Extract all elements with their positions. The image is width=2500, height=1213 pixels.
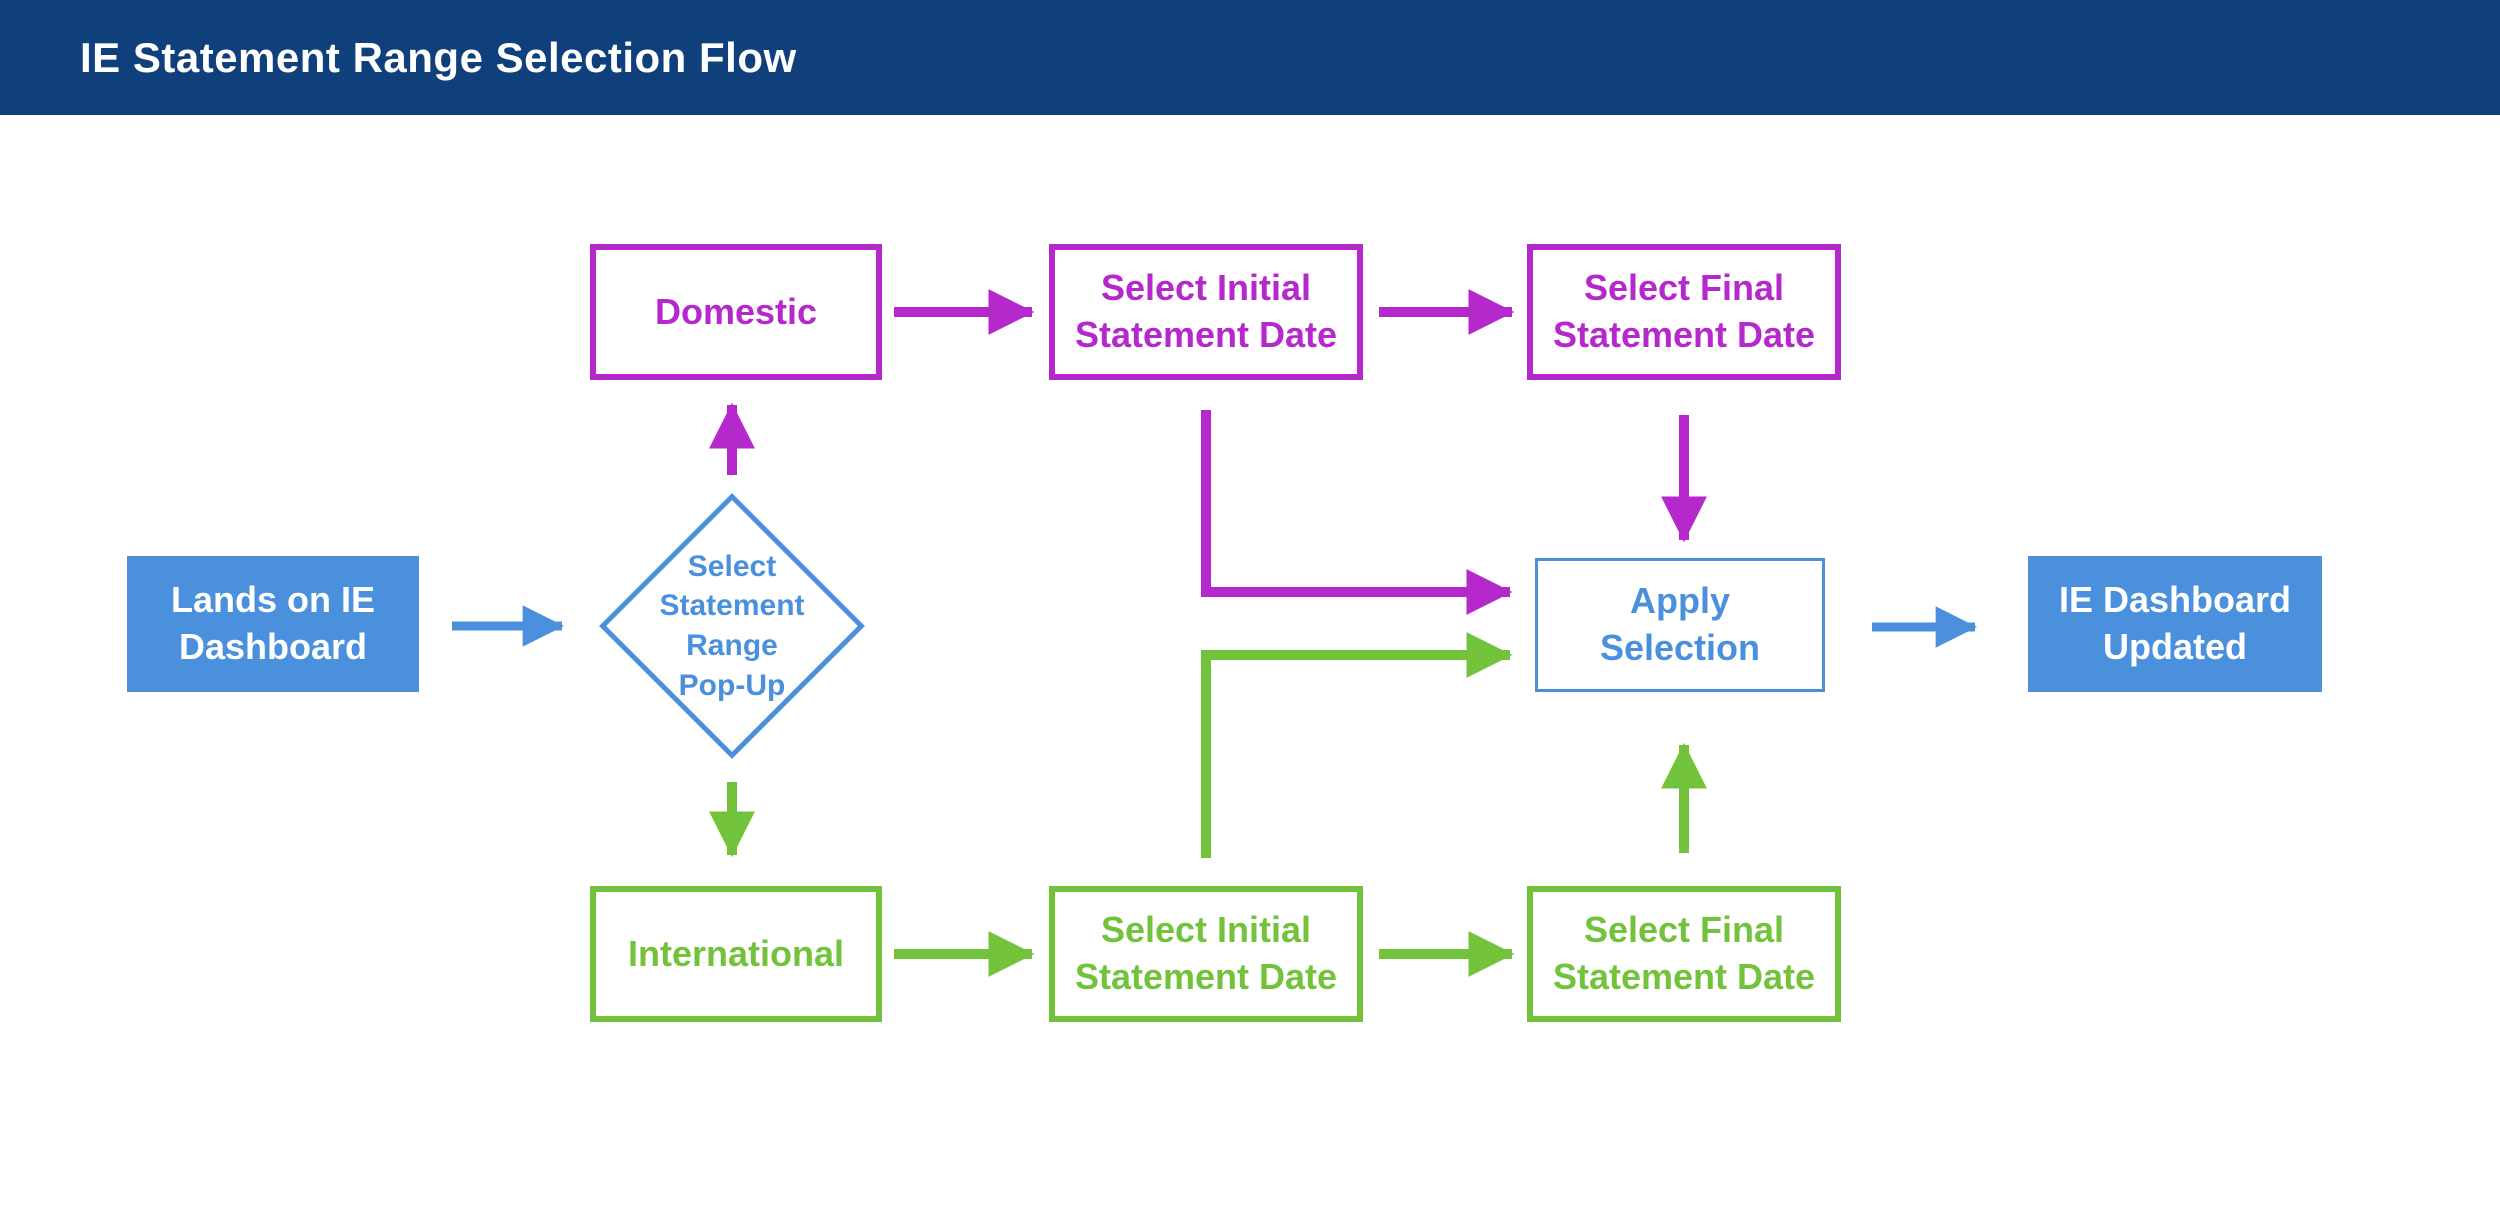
node-label: Apply Selection xyxy=(1599,580,1761,668)
node-label: Domestic xyxy=(654,290,818,332)
node-label: Select Final Statement Date xyxy=(1552,909,1816,997)
node-label: Select Initial Statement Date xyxy=(1074,267,1338,355)
node-ie-dashboard-updated: IE Dashboard Updated xyxy=(2028,556,2322,692)
node-lands-on-ie-dashboard: Lands on IE Dashboard xyxy=(127,556,419,692)
node-select-final-statement-date-domestic: Select Final Statement Date xyxy=(1527,244,1841,380)
node-select-final-statement-date-international: Select Final Statement Date xyxy=(1527,886,1841,1022)
arrow-select-initial-domestic-to-apply xyxy=(1201,410,1513,615)
node-select-statement-range-popup: Select Statement Range Pop-Up xyxy=(599,493,865,759)
node-international: International xyxy=(590,886,882,1022)
node-label: International xyxy=(627,932,845,974)
node-label: Select Initial Statement Date xyxy=(1074,909,1338,997)
node-select-initial-statement-date-international: Select Initial Statement Date xyxy=(1049,886,1363,1022)
node-label: Lands on IE Dashboard xyxy=(170,579,375,667)
arrow-select-initial-international-to-apply xyxy=(1201,632,1513,858)
node-label: Select Statement Range Pop-Up xyxy=(659,549,805,702)
app-header: IE Statement Range Selection Flow xyxy=(0,0,2500,115)
page-title: IE Statement Range Selection Flow xyxy=(80,33,797,81)
node-domestic: Domestic xyxy=(590,244,882,380)
node-select-initial-statement-date-domestic: Select Initial Statement Date xyxy=(1049,244,1363,380)
node-apply-selection: Apply Selection xyxy=(1535,558,1825,692)
node-label: IE Dashboard Updated xyxy=(2058,579,2292,667)
node-label: Select Final Statement Date xyxy=(1552,267,1816,355)
